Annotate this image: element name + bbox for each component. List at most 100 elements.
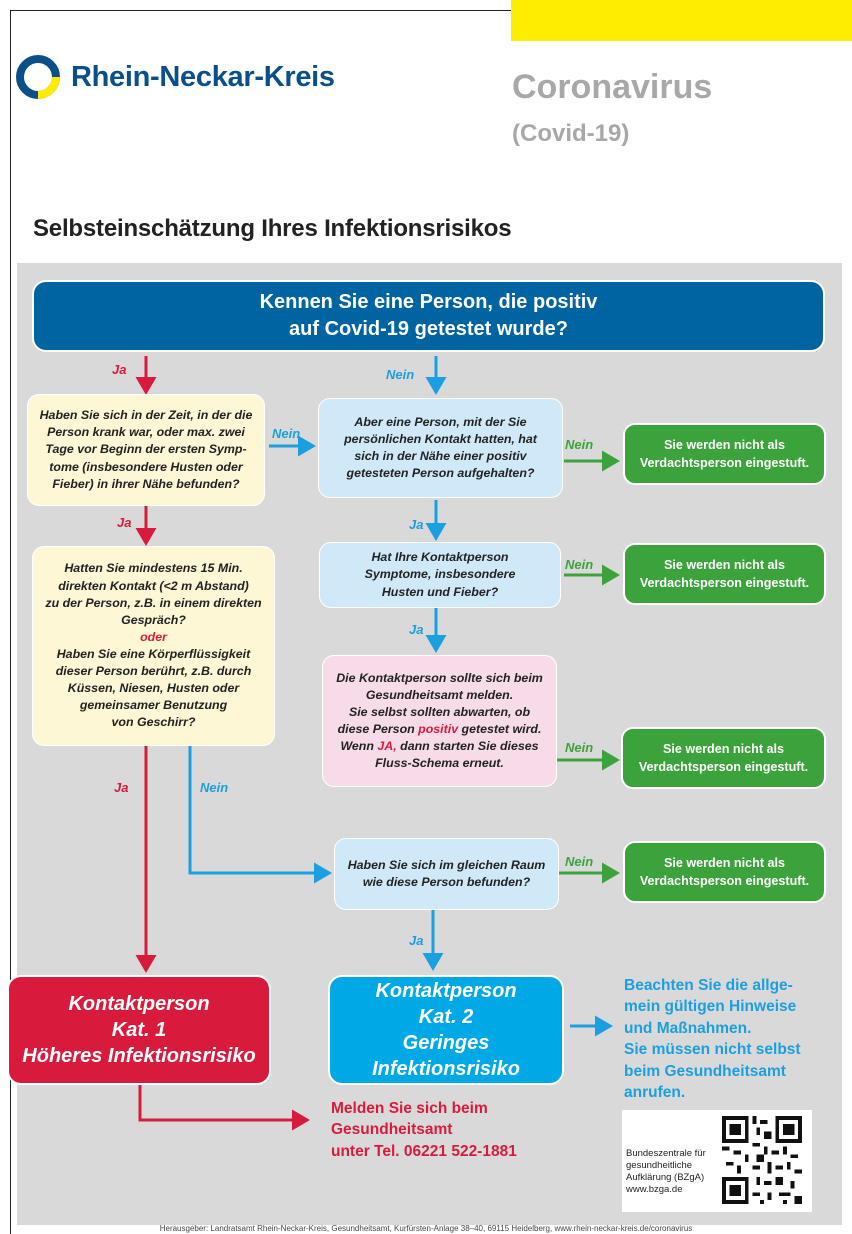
q-room-line-2: wie diese Person befunden?	[362, 875, 531, 889]
qr-code-icon[interactable]	[722, 1116, 802, 1204]
q-sick-line-1: Haben Sie sich in der Zeit, in der die	[39, 408, 253, 423]
q-personal-line-1: Aber eine Person, mit der Sie	[354, 414, 527, 429]
info-ja: JA,	[377, 739, 397, 754]
cat2-note-line-2: mein gültigen Hinweise	[624, 998, 797, 1016]
bzga-text: Bundeszentrale für gesundheitliche Aufkl…	[626, 1148, 706, 1196]
result-4-line-2: Verdachtsperson eingestuft.	[639, 874, 810, 888]
q-room-line-1: Haben Sie sich im gleichen Raum	[347, 857, 546, 872]
cat1-note-line-1: Melden Sie sich beim	[331, 1100, 488, 1117]
result-1-line-1: Sie werden nicht als	[663, 437, 786, 452]
q-contact-line-8: gemeinsamer Benutzung	[79, 698, 228, 713]
cat2-note-line-4: Sie müssen nicht selbst	[624, 1041, 801, 1059]
q-personal-line-2: persönlichen Kontakt hatten, hat	[344, 431, 537, 446]
cat2-action-note: Beachten Sie die allge- mein gültigen Hi…	[624, 975, 801, 1103]
q-contact-line-6: dieser Person berührt, z.B. durch	[55, 664, 252, 679]
logo-text: Rhein-Neckar-Kreis	[71, 60, 335, 93]
result-3-line-2: Verdachtsperson eingestuft.	[638, 760, 809, 774]
label-nein-7: Nein	[565, 854, 594, 869]
footer-publisher: Herausgeber: Landratsamt Rhein-Neckar-Kr…	[159, 1224, 693, 1233]
question-near-sick-person: Haben Sie sich in der Zeit, in der die P…	[27, 394, 265, 506]
label-ja-4: Ja	[409, 517, 424, 532]
cat1-action-note: Melden Sie sich beim Gesundheitsamt unte…	[331, 1098, 517, 1162]
yellow-accent-bar	[511, 0, 852, 41]
question-direct-contact: Hatten Sie mindestens 15 Min. direkten K…	[32, 546, 275, 746]
logo-ring-icon	[16, 55, 60, 99]
info-line-6: Fluss-Schema erneut.	[375, 756, 504, 771]
cat2-line-1: Kontaktperson	[375, 980, 517, 1002]
question-personal-contact: Aber eine Person, mit der Sie persönlich…	[318, 398, 563, 498]
result-2-line-2: Verdachtsperson eingestuft.	[639, 576, 810, 590]
cat1-note-line-2: Gesundheitsamt	[331, 1121, 453, 1139]
label-ja-3: Ja	[114, 780, 129, 795]
label-nein-2: Nein	[272, 426, 301, 441]
cat1-line-1: Kontaktperson	[68, 993, 210, 1015]
cat2-line-2: Kat. 2	[418, 1006, 474, 1028]
info-line-4-c: getestet wird.	[458, 722, 542, 736]
question-same-room: Haben Sie sich im gleichen Raum wie dies…	[334, 838, 559, 910]
cat2-line-3: Geringes Infektionsrisiko	[372, 1032, 520, 1080]
q-main-line-1: Kennen Sie eine Person, die positiv	[259, 291, 598, 313]
cat1-line-2: Kat. 1	[111, 1019, 167, 1041]
q-personal-line-3: sich in der Nähe einer positiv	[354, 449, 527, 463]
label-nein-1: Nein	[386, 367, 415, 382]
bzga-qr-card[interactable]: Bundeszentrale für gesundheitliche Aufkl…	[622, 1110, 812, 1212]
info-line-5-a: Wenn	[340, 739, 378, 754]
q-contact-line-7: Küssen, Niesen, Husten oder	[67, 681, 240, 696]
q-contact-line-1: Hatten Sie mindestens 15 Min.	[64, 561, 243, 576]
logo: Rhein-Neckar-Kreis	[15, 52, 335, 102]
q-contact-oder: oder	[140, 629, 167, 644]
result-4-line-1: Sie werden nicht als	[663, 855, 786, 870]
label-ja-1: Ja	[112, 362, 127, 377]
info-line-2: Gesundheitsamt melden.	[365, 687, 514, 702]
cat1-note-line-3: unter Tel. 06221 522-1881	[331, 1142, 517, 1160]
result-category-2: Kontaktperson Kat. 2 Geringes Infektions…	[328, 975, 564, 1085]
label-nein-6: Nein	[565, 740, 594, 755]
info-line-1: Die Kontaktperson sollte sich beim	[336, 670, 543, 685]
q-contact-line-2: direkten Kontakt (<2 m Abstand)	[58, 578, 249, 593]
frame-left-line	[10, 10, 11, 1234]
bzga-url: www.bzga.de	[626, 1183, 683, 1195]
q-sick-line-5: Fieber) in ihrer Nähe befunden?	[52, 476, 240, 491]
page-subtitle: (Covid-19)	[512, 120, 630, 147]
info-line-5: Wenn JA, dann starten Sie dieses	[336, 738, 543, 755]
result-category-1: Kontaktperson Kat. 1 Höheres Infektionsr…	[7, 975, 271, 1085]
q-contact-line-5: Haben Sie eine Körperflüssigkeit	[56, 647, 251, 661]
q-personal-line-4: getesteten Person aufgehalten?	[346, 466, 535, 481]
q-symptoms-line-2: Symptome, insbesondere	[364, 567, 516, 582]
q-contact-line-3: zu der Person, z.B. in einem direkten	[45, 595, 262, 610]
bzga-line-2: gesundheitliche	[626, 1159, 693, 1171]
page-title: Coronavirus	[512, 68, 713, 106]
cat1-line-3: Höheres Infektionsrisiko	[22, 1045, 256, 1067]
q-sick-line-4: tome (insbesondere Husten oder	[49, 459, 243, 474]
label-ja-6: Ja	[409, 933, 424, 948]
result-3-line-1: Sie werden nicht als	[662, 741, 785, 756]
label-ja-2: Ja	[117, 515, 132, 530]
q-contact-line-4: Gespräch?	[121, 612, 186, 627]
q-main-line-2: auf Covid-19 getestet wurde?	[289, 318, 568, 340]
bzga-line-3: Aufklärung (BZgA)	[626, 1171, 705, 1183]
q-symptoms-line-1: Hat Ihre Kontaktperson	[371, 550, 509, 565]
cat2-note-line-5: beim Gesundheitsamt	[624, 1062, 786, 1080]
bzga-line-1: Bundeszentrale für	[626, 1148, 706, 1159]
section-heading: Selbsteinschätzung Ihres Infektionsrisik…	[33, 215, 512, 242]
cat2-note-line-1: Beachten Sie die allge-	[624, 977, 793, 994]
info-line-3: Sie selbst sollten abwarten, ob	[348, 704, 531, 719]
cat2-note-line-3: und Maßnahmen.	[624, 1019, 752, 1037]
label-nein-5: Nein	[565, 557, 594, 572]
q-sick-line-3: Tage vor Beginn der ersten Symp-	[45, 442, 247, 457]
result-2-line-1: Sie werden nicht als	[663, 557, 786, 572]
q-sick-line-2: Person krank war, oder max. zwei	[47, 425, 245, 440]
info-line-5-c: dann starten Sie dieses	[396, 739, 539, 754]
info-line-4-a: diese Person	[337, 722, 419, 736]
question-known-positive: Kennen Sie eine Person, die positiv auf …	[32, 280, 825, 352]
info-wait-for-test: Die Kontaktperson sollte sich beim Gesun…	[322, 655, 557, 787]
info-line-4: diese Person positiv getestet wird.	[336, 721, 543, 738]
info-positiv: positiv	[418, 722, 459, 736]
question-symptoms: Hat Ihre Kontaktperson Symptome, insbeso…	[319, 542, 561, 608]
q-contact-line-9: von Geschirr?	[111, 715, 196, 730]
frame-top-line	[10, 10, 852, 11]
